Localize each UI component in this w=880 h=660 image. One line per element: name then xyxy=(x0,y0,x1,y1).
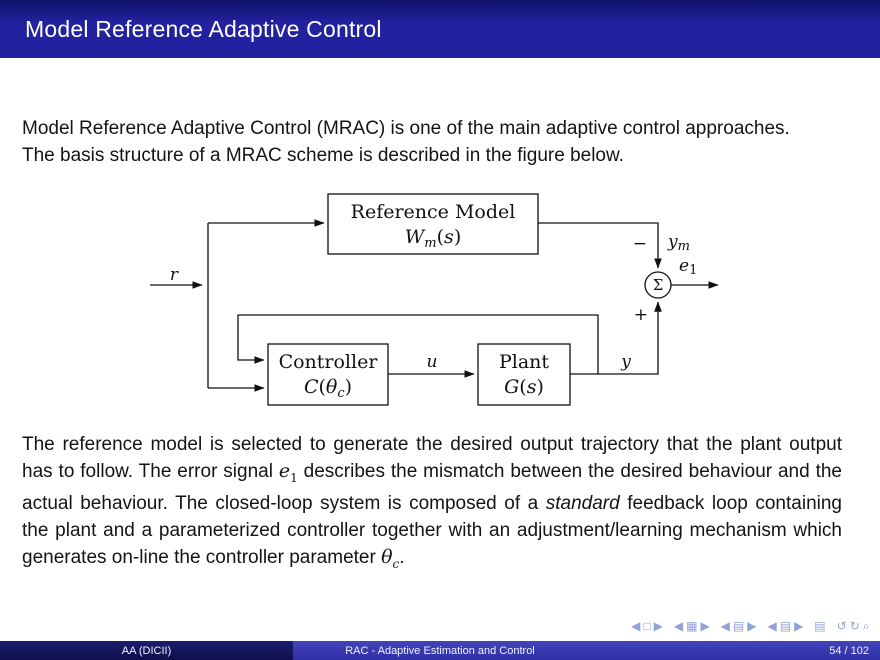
e1-signal-label: e1 xyxy=(679,256,697,278)
feedback-wire xyxy=(237,314,599,374)
footer-author-text: AA (DICII) xyxy=(121,644,172,657)
next-subsection-icon[interactable]: ▶ xyxy=(747,619,757,633)
footer-title-text: RAC - Adaptive Estimation and Control xyxy=(345,644,535,657)
controller-tf: C(θc) xyxy=(304,376,352,401)
p2-text-3: feedback loop containing the plant and a… xyxy=(22,493,842,568)
footer-page-number: 54 / 102 xyxy=(587,641,880,660)
sigma-symbol: Σ xyxy=(653,276,664,294)
navigation-symbols: ◀ □ ▶ ◀ ▦ ▶ ◀ ▤ ▶ ◀ ▤ ▶ ▤ ↺ ↻ ⌕ xyxy=(630,620,871,632)
footer-author: AA (DICII) xyxy=(0,641,293,660)
theta-symbol: θ xyxy=(326,376,338,398)
g-arg: s xyxy=(527,376,537,398)
prev-frame-icon[interactable]: ◀ xyxy=(673,619,684,633)
reference-model-label: Reference Model xyxy=(351,201,516,223)
reference-model-tf: Wm(s) xyxy=(405,226,461,251)
footer-page-text: 54 / 102 xyxy=(829,644,869,657)
description-paragraph: The reference model is selected to gener… xyxy=(22,432,842,577)
wm-rparen: ) xyxy=(454,226,461,248)
c-symbol: C xyxy=(304,376,319,398)
plant-tf: G(s) xyxy=(504,376,544,398)
slide-title: Model Reference Adaptive Control xyxy=(25,15,382,42)
mrac-block-diagram: Reference Model Wm(s) Controller C(θc) P… xyxy=(148,188,748,423)
minus-sign: − xyxy=(633,234,647,254)
p2-text-2: describes the mismatch between the desir… xyxy=(22,461,842,515)
plant-to-sum-wire xyxy=(570,301,662,375)
wm-subscript: m xyxy=(424,236,436,251)
p2-text-4: . xyxy=(399,546,405,568)
plant-box xyxy=(477,343,571,406)
theta-inline-symbol: θ xyxy=(381,545,393,568)
controller-label: Controller xyxy=(279,351,379,373)
forward-icon[interactable]: ↻ xyxy=(849,619,860,633)
subsection-icon[interactable]: ▤ xyxy=(732,619,745,633)
e1-base: e xyxy=(679,256,689,276)
plant-label: Plant xyxy=(499,351,549,373)
ym-signal-label: ym xyxy=(667,232,690,254)
u-signal-label: u xyxy=(427,352,438,372)
wm-arg: s xyxy=(444,226,454,248)
intro-paragraph: Model Reference Adaptive Control (MRAC) … xyxy=(22,118,790,166)
r-signal-label: r xyxy=(170,265,179,285)
sum-junction xyxy=(644,271,672,299)
theta-inline-subscript: c xyxy=(392,556,400,571)
block-diagram-svg: Reference Model Wm(s) Controller C(θc) P… xyxy=(150,193,719,406)
next-slide-icon[interactable]: ▶ xyxy=(653,619,663,633)
footer-short-title: RAC - Adaptive Estimation and Control xyxy=(293,641,587,660)
g-lparen: ( xyxy=(519,376,526,398)
section-icon[interactable]: ▤ xyxy=(779,619,792,633)
y-signal-label: y xyxy=(620,352,631,372)
footer-bar: AA (DICII) RAC - Adaptive Estimation and… xyxy=(0,641,880,660)
slide-title-bar: Model Reference Adaptive Control xyxy=(0,0,880,58)
p2-text-1: The reference model is selected to gener… xyxy=(22,434,842,483)
e1-inline-symbol: e xyxy=(278,460,291,483)
c-lparen: ( xyxy=(318,376,325,398)
back-icon[interactable]: ↺ xyxy=(836,619,847,633)
frame-icon[interactable]: ▦ xyxy=(686,619,698,633)
next-section-icon[interactable]: ▶ xyxy=(794,619,804,633)
controller-box xyxy=(267,343,389,406)
refmodel-to-sum-wire xyxy=(538,222,662,269)
g-rparen: ) xyxy=(536,376,543,398)
ym-subscript: m xyxy=(678,239,690,254)
c-rparen: ) xyxy=(345,376,352,398)
reference-model-box xyxy=(327,193,539,255)
slide-icon[interactable]: □ xyxy=(643,619,651,633)
wm-symbol: W xyxy=(405,226,426,248)
search-icon[interactable]: ⌕ xyxy=(862,619,870,633)
prev-subsection-icon[interactable]: ◀ xyxy=(720,619,730,633)
e1-subscript: 1 xyxy=(689,263,697,278)
plus-sign: + xyxy=(634,305,648,325)
wm-lparen: ( xyxy=(437,226,444,248)
next-frame-icon[interactable]: ▶ xyxy=(700,619,710,633)
presentation-icon[interactable]: ▤ xyxy=(814,619,826,633)
theta-subscript: c xyxy=(337,386,345,401)
prev-slide-icon[interactable]: ◀ xyxy=(631,619,641,633)
e1-inline-subscript: 1 xyxy=(290,471,298,486)
g-symbol: G xyxy=(504,376,519,398)
p2-emphasis: standard xyxy=(545,493,620,515)
ym-base: y xyxy=(667,232,678,252)
prev-section-icon[interactable]: ◀ xyxy=(767,619,777,633)
